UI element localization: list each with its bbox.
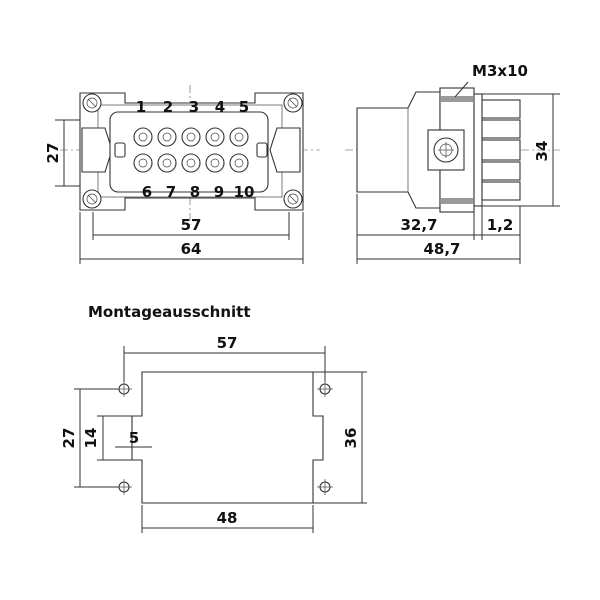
mounting-hole-tl [116, 381, 132, 397]
pin-label-10: 10 [234, 183, 255, 201]
pin-label-2: 2 [163, 98, 173, 116]
pin-label-7: 7 [166, 183, 176, 201]
mounting-hole-br [317, 479, 333, 495]
dim-cutout-5: 5 [129, 429, 139, 447]
contact-pins-side [481, 99, 521, 201]
side-view: M3x10 34 32,7 1,2 48,7 [345, 62, 560, 264]
corner-screw-tl [82, 93, 102, 113]
pin-label-4: 4 [215, 98, 225, 116]
dim-side-depth: 32,7 [400, 216, 437, 234]
pin-label-1: 1 [136, 98, 146, 116]
corner-screw-bl [82, 189, 102, 209]
label-screw: M3x10 [472, 62, 528, 80]
locking-screw [427, 129, 465, 171]
front-view: 1 2 3 4 5 6 7 8 9 10 27 57 64 [44, 85, 320, 264]
latch-right [269, 127, 301, 173]
corner-screw-br [283, 189, 303, 209]
dim-front-64: 64 [181, 240, 202, 258]
contact-row-bottom [133, 153, 249, 173]
dim-side-flange: 1,2 [487, 216, 514, 234]
dim-front-57: 57 [181, 216, 202, 234]
dim-side-height: 34 [533, 141, 551, 162]
pin-label-9: 9 [214, 183, 224, 201]
dim-cutout-14: 14 [82, 428, 100, 449]
pin-label-6: 6 [142, 183, 152, 201]
dim-front-height: 27 [44, 143, 62, 164]
latch-left [81, 127, 113, 173]
pin-label-3: 3 [189, 98, 199, 116]
contact-row-top [133, 127, 249, 147]
mounting-hole-bl [116, 479, 132, 495]
cutout-outline [131, 371, 324, 504]
mounting-hole-tr [317, 381, 333, 397]
dim-cutout-36: 36 [342, 428, 360, 449]
cutout-title: Montageausschnitt [88, 303, 251, 321]
pin-label-8: 8 [190, 183, 200, 201]
pin-label-5: 5 [239, 98, 249, 116]
dim-cutout-27: 27 [60, 428, 78, 449]
cutout-view: Montageausschnitt 57 48 36 27 14 [60, 303, 367, 533]
dim-side-total: 48,7 [423, 240, 460, 258]
dim-cutout-48: 48 [217, 509, 238, 527]
insert-body [109, 111, 269, 193]
dim-cutout-57: 57 [217, 334, 238, 352]
corner-screw-tr [283, 93, 303, 113]
